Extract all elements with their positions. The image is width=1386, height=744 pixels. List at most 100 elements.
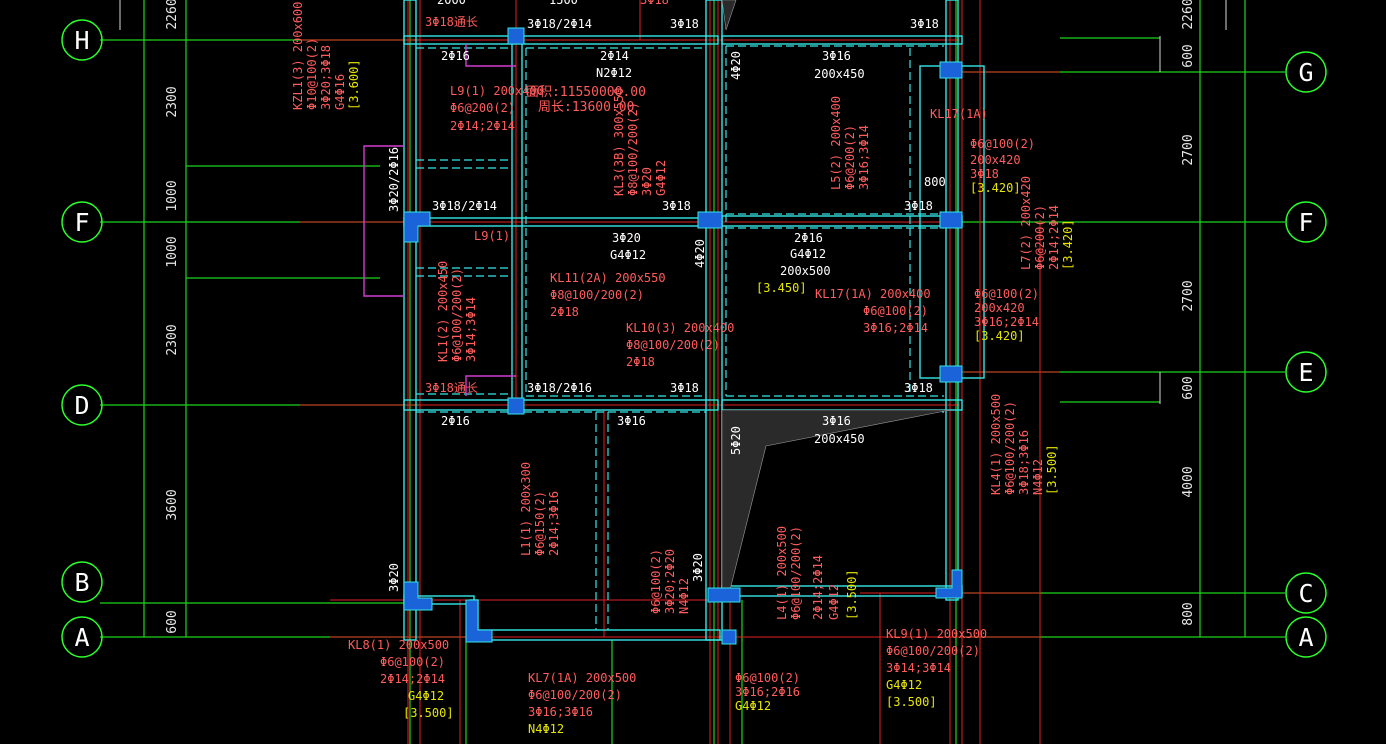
dimension-text: 800 <box>1181 602 1196 625</box>
beam-annotation: KL17(1A) <box>930 107 988 121</box>
vertical-annotation: 2Φ14;2Φ14 <box>1047 205 1061 270</box>
beam-annotation: G4Φ12 <box>735 699 771 713</box>
vertical-annotation: 3Φ20;3Φ18 <box>319 45 333 110</box>
beam-annotation: Φ6@100(2) <box>380 655 445 669</box>
beam-annotation: Φ6@200(2) <box>450 101 515 115</box>
beam-annotation: 3Φ16;2Φ14 <box>863 321 928 335</box>
beam-annotation: N2Φ12 <box>596 66 632 80</box>
beam-annotation: Φ6@100(2) <box>970 137 1035 151</box>
vertical-annotation: 3Φ20;2Φ20 <box>663 549 677 614</box>
dimension-text: 600 <box>1181 376 1196 399</box>
axis-bubble-left-B: B <box>61 561 103 603</box>
axis-bubble-right-A: A <box>1285 616 1327 658</box>
vertical-annotation: 2Φ14;3Φ16 <box>547 491 561 556</box>
beam-annotation: 2Φ16 <box>794 231 823 245</box>
beam-annotations: 2000 1500 3Φ18 3Φ18通长 3Φ18/2Φ14 3Φ18 3Φ18 2Φ16 2… <box>348 0 1039 736</box>
axis-label: F <box>1298 208 1313 237</box>
beam-annotation: Φ8@100/200(2) <box>626 338 720 352</box>
vertical-annotation: 4Φ20 <box>693 239 707 268</box>
beam-annotation: [3.450] <box>756 281 807 295</box>
beam-annotation: 3Φ18通长 <box>425 15 478 29</box>
vertical-annotation: Φ6@200(2) <box>1033 205 1047 270</box>
beam-annotation: 200x450 <box>814 67 865 81</box>
beam-annotation: 800 <box>924 175 946 189</box>
axis-circle <box>1285 351 1327 393</box>
opening-outlines <box>363 44 516 396</box>
beam-annotation: KL17(1A) 200x400 <box>815 287 931 301</box>
vertical-annotation: 3Φ20 <box>691 553 705 582</box>
axis-bubble-left-D: D <box>61 384 103 426</box>
vertical-annotation: G4Φ12 <box>654 160 668 196</box>
axis-label: A <box>1298 623 1313 652</box>
beam-annotation: L9(1) 200x400 <box>450 84 544 98</box>
beam-annotation: Φ6@100(2) <box>974 287 1039 301</box>
vertical-annotation: [3.600] <box>347 59 361 110</box>
beam-annotation: Φ8@100/200(2) <box>550 288 644 302</box>
beam-annotation: Φ6@100(2) <box>863 304 928 318</box>
beam-annotation: 面积:11550000.00 <box>526 85 646 100</box>
vertical-annotation: [3.500] <box>845 569 859 620</box>
beam-annotation: KL8(1) 200x500 <box>348 638 449 652</box>
vertical-annotation: Φ6@100/200(2) <box>1003 401 1017 495</box>
axis-label: G <box>1298 58 1313 87</box>
beam-annotation: 3Φ18/2Φ14 <box>432 199 497 213</box>
vertical-annotation: G4Φ16 <box>333 74 347 110</box>
axis-bubble-right-G: G <box>1285 51 1327 93</box>
axis-circle <box>61 19 103 61</box>
axis-bubble-left-H: H <box>61 19 103 61</box>
beam-annotation: [3.420] <box>974 329 1025 343</box>
dimension-text: 3600 <box>165 489 180 520</box>
vertical-annotation: L5(2) 200x400 <box>829 96 843 190</box>
beam-annotation: G4Φ12 <box>610 248 646 262</box>
beam-annotation: 1500 <box>549 0 578 7</box>
vertical-annotation: KZL1(3) 200x600 <box>291 2 305 110</box>
axis-label: C <box>1298 579 1313 608</box>
vertical-annotation: 3Φ16;3Φ14 <box>857 125 871 190</box>
vertical-annotation: KL4(1) 200x500 <box>989 394 1003 495</box>
beam-annotation: 200x420 <box>974 301 1025 315</box>
axis-label: A <box>74 623 89 652</box>
axis-bubble-left-A: A <box>61 616 103 658</box>
beam-annotation: 2000 <box>437 0 466 7</box>
beam-annotation: 3Φ18/2Φ14 <box>527 17 592 31</box>
vertical-annotation: L4(1) 200x500 <box>775 526 789 620</box>
beam-annotation: 2Φ14;2Φ14 <box>380 672 445 686</box>
vertical-annotation: 2Φ14;2Φ14 <box>811 555 825 620</box>
beam-annotation: [3.420] <box>970 181 1021 195</box>
beam-annotation: KL7(1A) 200x500 <box>528 671 636 685</box>
beam-annotation: 3Φ16 <box>822 414 851 428</box>
beam-annotation: 3Φ16;2Φ14 <box>974 315 1039 329</box>
vertical-annotation: Φ6@100/200(2) <box>789 526 803 620</box>
beam-annotation: 2Φ18 <box>626 355 655 369</box>
beam-annotation: 3Φ18 <box>670 381 699 395</box>
beam-annotation: G4Φ12 <box>790 247 826 261</box>
axis-circle <box>1285 572 1327 614</box>
vertical-annotation: Φ6@200(2) <box>843 125 857 190</box>
dimension-text: 1000 <box>165 180 180 211</box>
axis-label: D <box>74 391 89 420</box>
beam-annotation: [3.500] <box>886 695 937 709</box>
axis-bubble-right-F: F <box>1285 201 1327 243</box>
beam-annotation: 3Φ18 <box>904 199 933 213</box>
axis-bubble-left-F: F <box>61 201 103 243</box>
vertical-annotation: KL3(3B) 300x550 <box>612 88 626 196</box>
beam-annotation: 3Φ18 <box>970 167 999 181</box>
axis-circle <box>1285 201 1327 243</box>
dimension-text: 600 <box>1181 44 1196 67</box>
vertical-annotation: [3.500] <box>1045 444 1059 495</box>
vertical-annotation: Φ8@100/200(2) <box>626 102 640 196</box>
beam-axis-lines <box>300 0 1060 744</box>
beam-annotation: 200x420 <box>970 153 1021 167</box>
columns <box>403 27 963 645</box>
dimension-text: 2700 <box>1181 280 1196 311</box>
axis-circle <box>61 384 103 426</box>
beam-annotation: 2Φ16 <box>441 414 470 428</box>
vertical-annotation: Φ6@150(2) <box>533 491 547 556</box>
vertical-annotation: 3Φ20 <box>640 167 654 196</box>
axis-circle <box>1285 51 1327 93</box>
dimension-text: 2300 <box>165 86 180 117</box>
axis-label: E <box>1298 358 1313 387</box>
axis-label: F <box>74 208 89 237</box>
